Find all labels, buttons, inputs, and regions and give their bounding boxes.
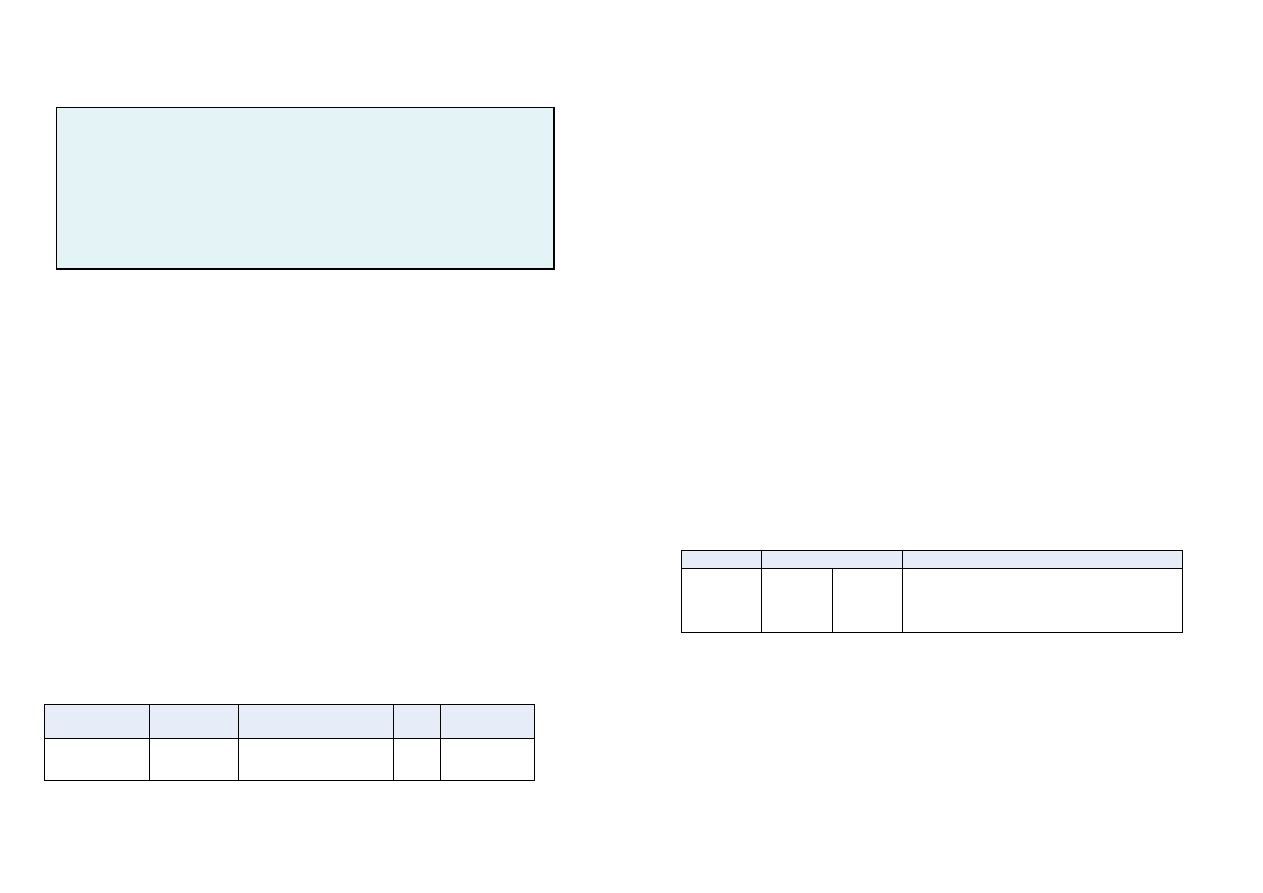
left-table-cell: [440, 738, 535, 781]
left-table-header-cell: [44, 704, 150, 739]
right-table-header-cell: [902, 550, 1183, 569]
right-table-row: [681, 568, 1183, 633]
left-table-cell: [393, 738, 441, 781]
left-table-header-cell: [440, 704, 535, 739]
left-table-header-cell: [238, 704, 394, 739]
right-table-header-row: [681, 550, 1183, 569]
left-table-cell: [238, 738, 394, 781]
right-table: [681, 550, 1183, 633]
left-table-header-cell: [149, 704, 239, 739]
right-table-cell: [902, 568, 1183, 633]
left-table-cell: [149, 738, 239, 781]
right-table-cell: [832, 568, 903, 633]
left-table-row: [44, 738, 535, 781]
right-table-cell: [761, 568, 833, 633]
left-table-header-cell: [393, 704, 441, 739]
right-table-header-cell: [681, 550, 762, 569]
left-table: [44, 704, 535, 781]
right-table-cell: [681, 568, 762, 633]
left-table-header-row: [44, 704, 535, 739]
left-table-cell: [44, 738, 150, 781]
right-table-header-cell: [761, 550, 903, 569]
info-box: [56, 107, 555, 270]
